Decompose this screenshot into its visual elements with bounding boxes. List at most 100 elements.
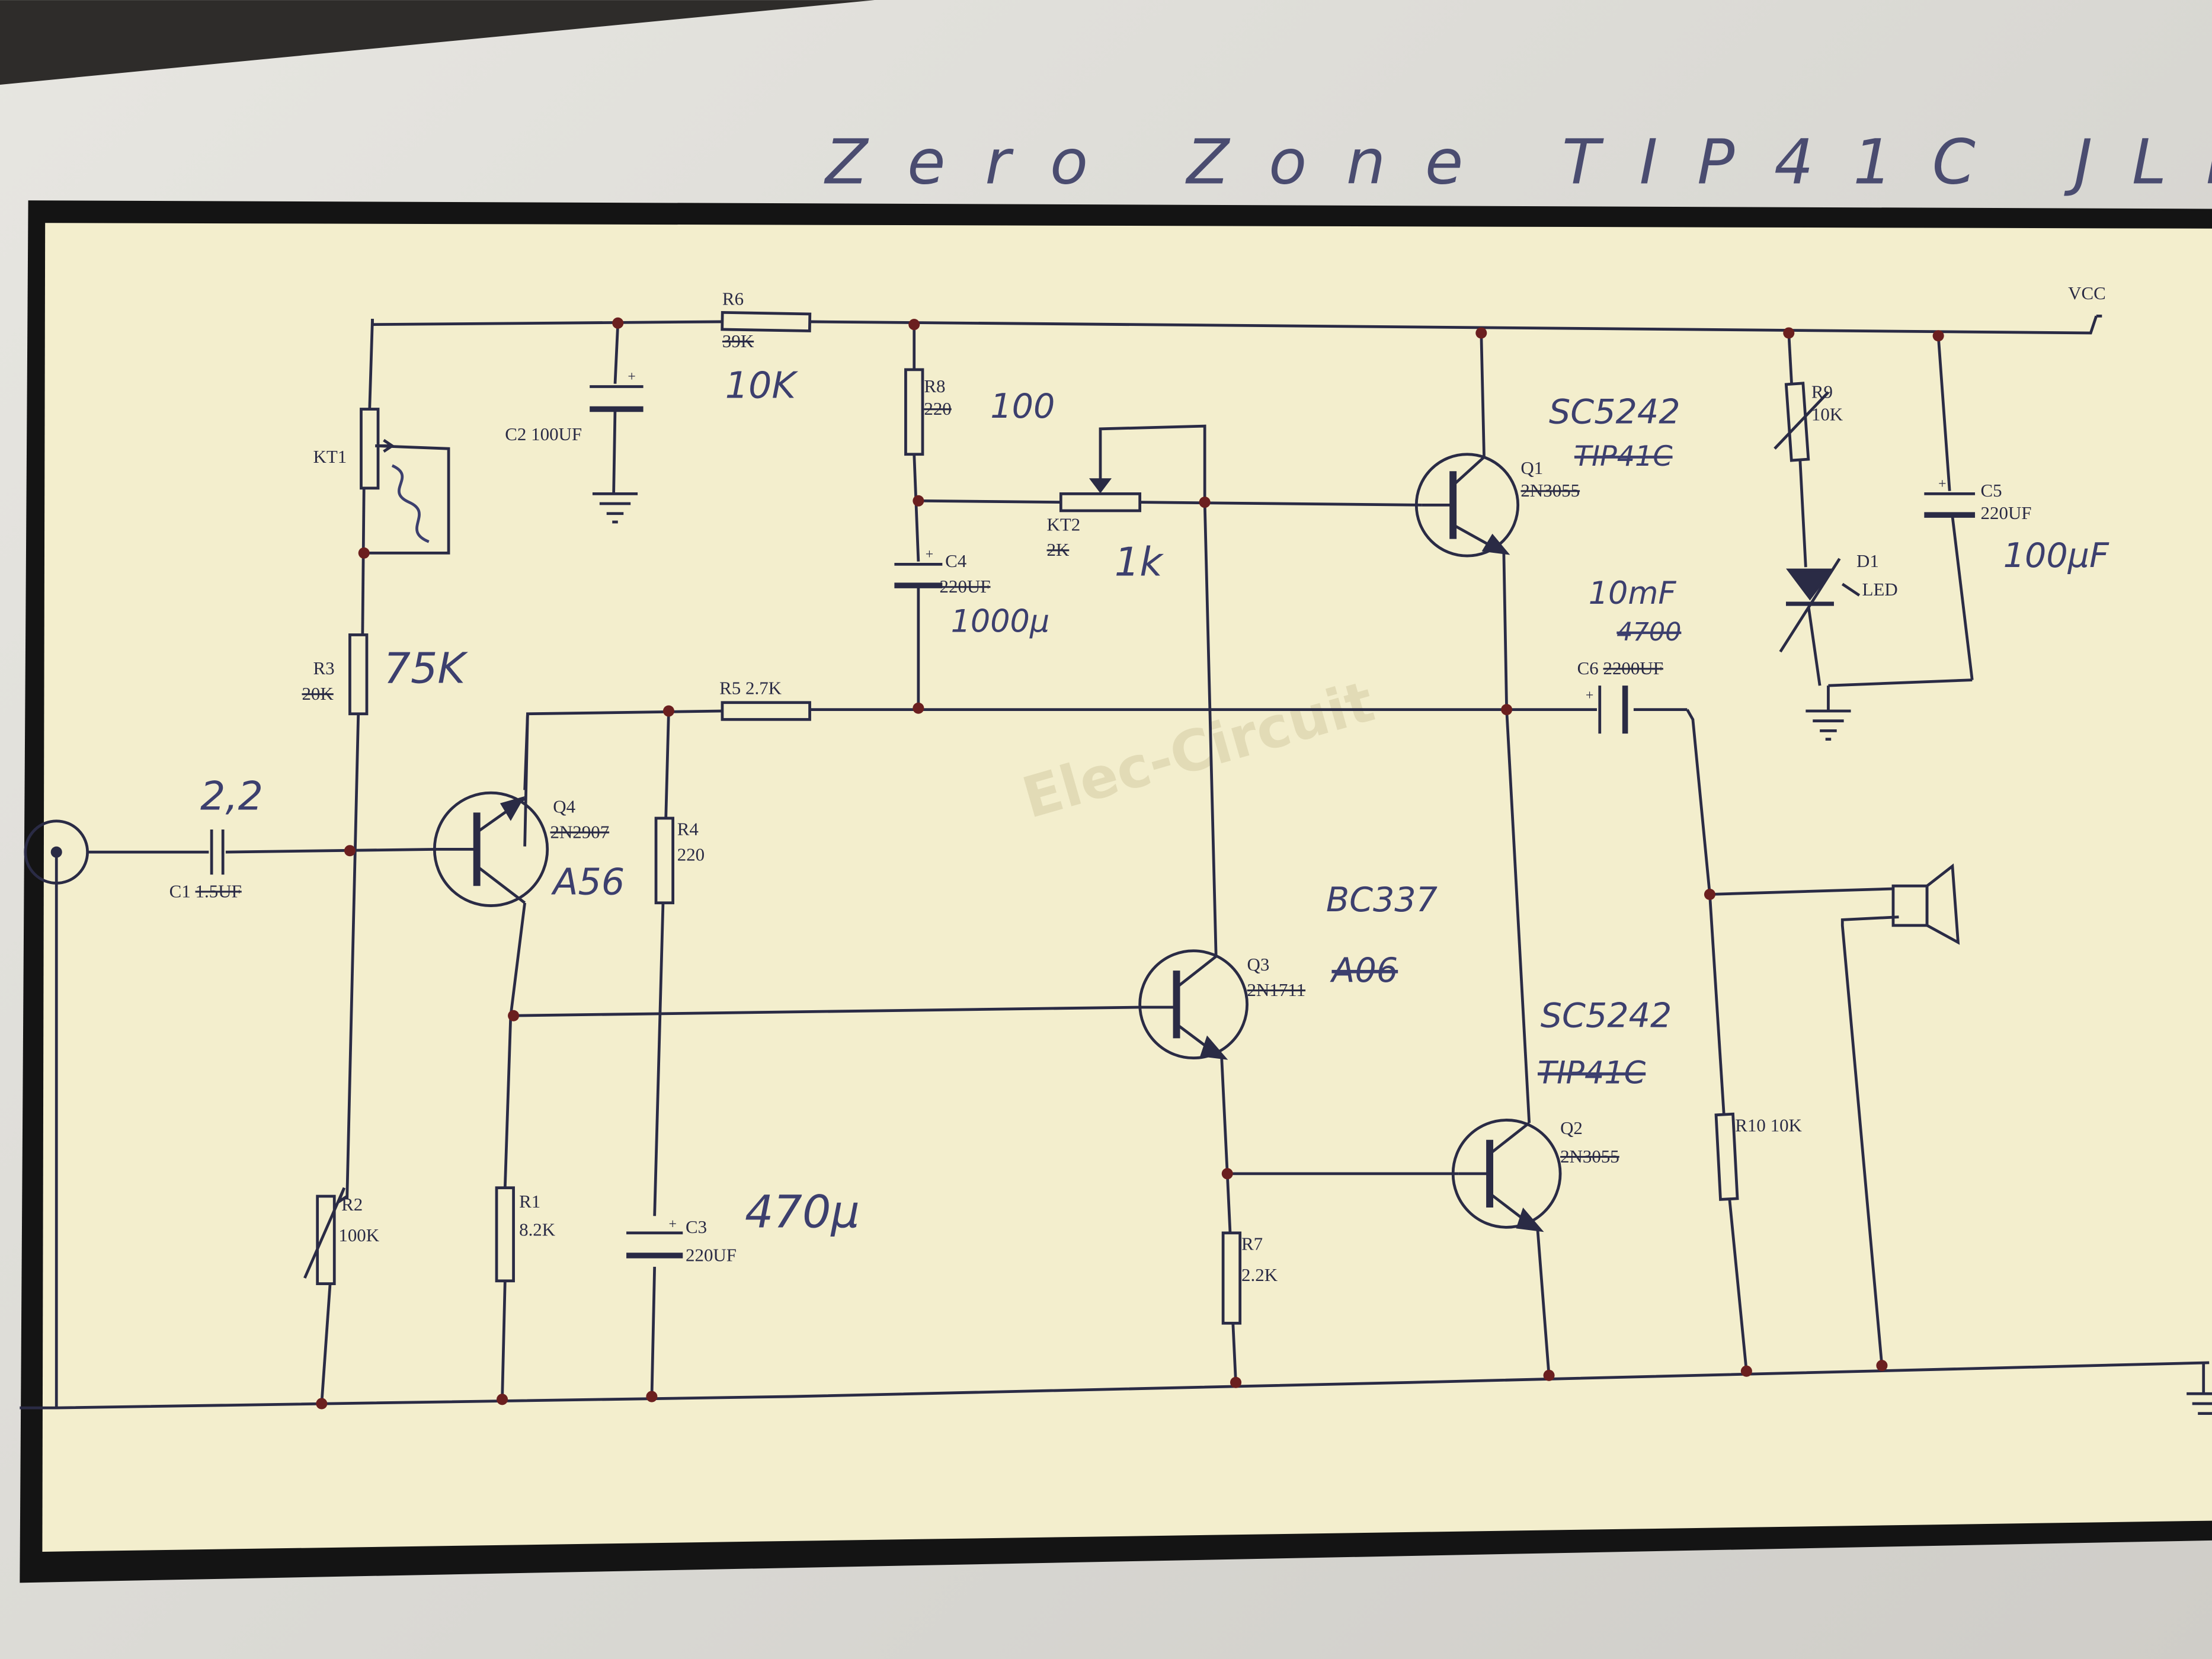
q3-part: 2N1711 xyxy=(1247,979,1306,1000)
c3-handwritten-value: 470µ xyxy=(745,1185,860,1238)
r9-value: 10K xyxy=(1811,404,1843,425)
q2-transistor[interactable] xyxy=(1451,1119,1562,1232)
q1-handwritten-part: SC5242 xyxy=(1549,392,1680,431)
c3-capacitor[interactable] xyxy=(626,1231,683,1258)
r3-ref: R3 xyxy=(313,658,335,678)
r7-resistor[interactable] xyxy=(1221,1231,1242,1325)
vcc-label: VCC xyxy=(2068,283,2106,303)
r6-printed-value: 39K xyxy=(722,331,754,351)
c2-capacitor[interactable] xyxy=(590,385,644,412)
r4-ref: R4 xyxy=(677,819,699,840)
r7-ref: R7 xyxy=(1241,1233,1263,1254)
q2-part: 2N3055 xyxy=(1560,1146,1619,1167)
r1-resistor[interactable] xyxy=(495,1186,515,1283)
r4-resistor[interactable] xyxy=(654,816,674,905)
c6-capacitor[interactable] xyxy=(1598,686,1628,734)
r7-value: 2.2K xyxy=(1241,1264,1278,1285)
c6-label: C6 2200UF xyxy=(1577,658,1663,678)
r8-printed-value: 220 xyxy=(924,398,951,419)
d1-ref: D1 xyxy=(1856,550,1879,571)
handwritten-title: Zero Zone TIP41C JLH xyxy=(824,126,2212,198)
q2-handwritten-part: SC5242 xyxy=(1541,996,1672,1035)
r10-resistor[interactable] xyxy=(1714,1112,1739,1201)
r4-value: 220 xyxy=(677,844,705,864)
q2-ref: Q2 xyxy=(1560,1117,1583,1138)
q4-ref: Q4 xyxy=(553,796,575,816)
c2-label: C2 100UF xyxy=(505,424,582,444)
c6-handwritten-value: 10mF xyxy=(1589,575,1677,611)
kt1-trimpot[interactable] xyxy=(360,408,380,490)
kt2-printed-value: 2K xyxy=(1047,539,1070,560)
input-jack[interactable] xyxy=(24,819,89,885)
q3-ref: Q3 xyxy=(1247,954,1270,975)
c3-ref: C3 xyxy=(686,1216,707,1237)
q3-handwritten-struck: A06 xyxy=(1329,951,1398,990)
printout-paper xyxy=(42,223,2212,1552)
r2-resistor[interactable] xyxy=(316,1194,336,1285)
kt1-wiper-arrow xyxy=(375,438,397,453)
q1-ref: Q1 xyxy=(1520,457,1543,478)
c5-capacitor[interactable] xyxy=(1924,492,1976,518)
r8-handwritten-value: 100 xyxy=(990,387,1055,426)
q4-part: 2N2907 xyxy=(550,821,609,842)
ground-symbol-c2 xyxy=(592,492,638,524)
c1-capacitor[interactable] xyxy=(210,830,225,875)
r6-resistor[interactable] xyxy=(721,310,812,332)
q1-transistor[interactable] xyxy=(1414,453,1520,558)
kt2-ref: KT2 xyxy=(1047,514,1081,534)
wires xyxy=(20,315,2210,1410)
kt1-handwritten-mark xyxy=(391,464,430,543)
svg-text:+: + xyxy=(1586,688,1593,703)
r9-thermistor-slash xyxy=(1774,391,1830,450)
r1-value: 8.2K xyxy=(519,1219,556,1240)
q1-part: 2N3055 xyxy=(1520,480,1580,501)
svg-text:+: + xyxy=(628,369,635,385)
c4-capacitor[interactable] xyxy=(894,563,943,588)
kt2-potentiometer[interactable] xyxy=(1059,492,1142,513)
svg-text:+: + xyxy=(926,547,933,562)
c5-printed-value: 220UF xyxy=(1981,502,2032,523)
q4-handwritten-part: A56 xyxy=(550,861,625,904)
kt1-ref: KT1 xyxy=(313,446,347,467)
r6-handwritten-value: 10K xyxy=(725,364,799,406)
r2-value: 100K xyxy=(338,1225,379,1245)
c4-ref: C4 xyxy=(945,550,966,571)
r5-label: R5 2.7K xyxy=(719,677,782,698)
r6-ref: R6 xyxy=(722,288,744,309)
r5-resistor[interactable] xyxy=(721,701,811,721)
c5-ref: C5 xyxy=(1981,480,2002,501)
r9-ref: R9 xyxy=(1811,381,1833,402)
svg-text:+: + xyxy=(1938,476,1946,492)
svg-text:+: + xyxy=(668,1217,676,1232)
r3-printed-value: 20K xyxy=(302,683,334,704)
c5-handwritten-value: 100µF xyxy=(2003,536,2109,575)
c3-printed-value: 220UF xyxy=(686,1245,737,1266)
junction-dots xyxy=(316,317,1944,1410)
q3-transistor[interactable] xyxy=(1138,949,1249,1060)
r2-ref: R2 xyxy=(341,1194,363,1215)
q2-handwritten-struck: TIP41C xyxy=(1538,1055,1646,1091)
r8-ref: R8 xyxy=(924,376,945,396)
c4-handwritten-value: 1000µ xyxy=(951,604,1050,640)
c6-handwritten-struck: 4700 xyxy=(1616,617,1681,647)
r8-resistor[interactable] xyxy=(904,368,924,456)
r2-variable-arrow xyxy=(303,1187,348,1279)
r10-label: R10 10K xyxy=(1735,1114,1802,1135)
c1-label: C1 1.5UF xyxy=(169,880,242,901)
d1-led[interactable] xyxy=(1779,558,1861,653)
c1-handwritten-value: 2,2 xyxy=(200,773,263,819)
d1-value: LED xyxy=(1862,579,1898,600)
q3-handwritten-part: BC337 xyxy=(1326,880,1438,920)
r3-handwritten-value: 75K xyxy=(384,643,469,693)
r3-resistor[interactable] xyxy=(348,633,369,716)
r9-thermistor[interactable] xyxy=(1784,382,1810,462)
kt2-handwritten-value: 1k xyxy=(1115,539,1164,585)
r1-ref: R1 xyxy=(519,1191,540,1212)
speaker[interactable] xyxy=(1891,863,1960,945)
background-shadow xyxy=(0,0,875,85)
ground-symbol-led xyxy=(1806,686,1851,741)
ground-symbol-rail xyxy=(2187,1362,2212,1415)
q4-transistor[interactable] xyxy=(433,791,549,907)
kt2-wiper-arrow xyxy=(1089,478,1112,494)
